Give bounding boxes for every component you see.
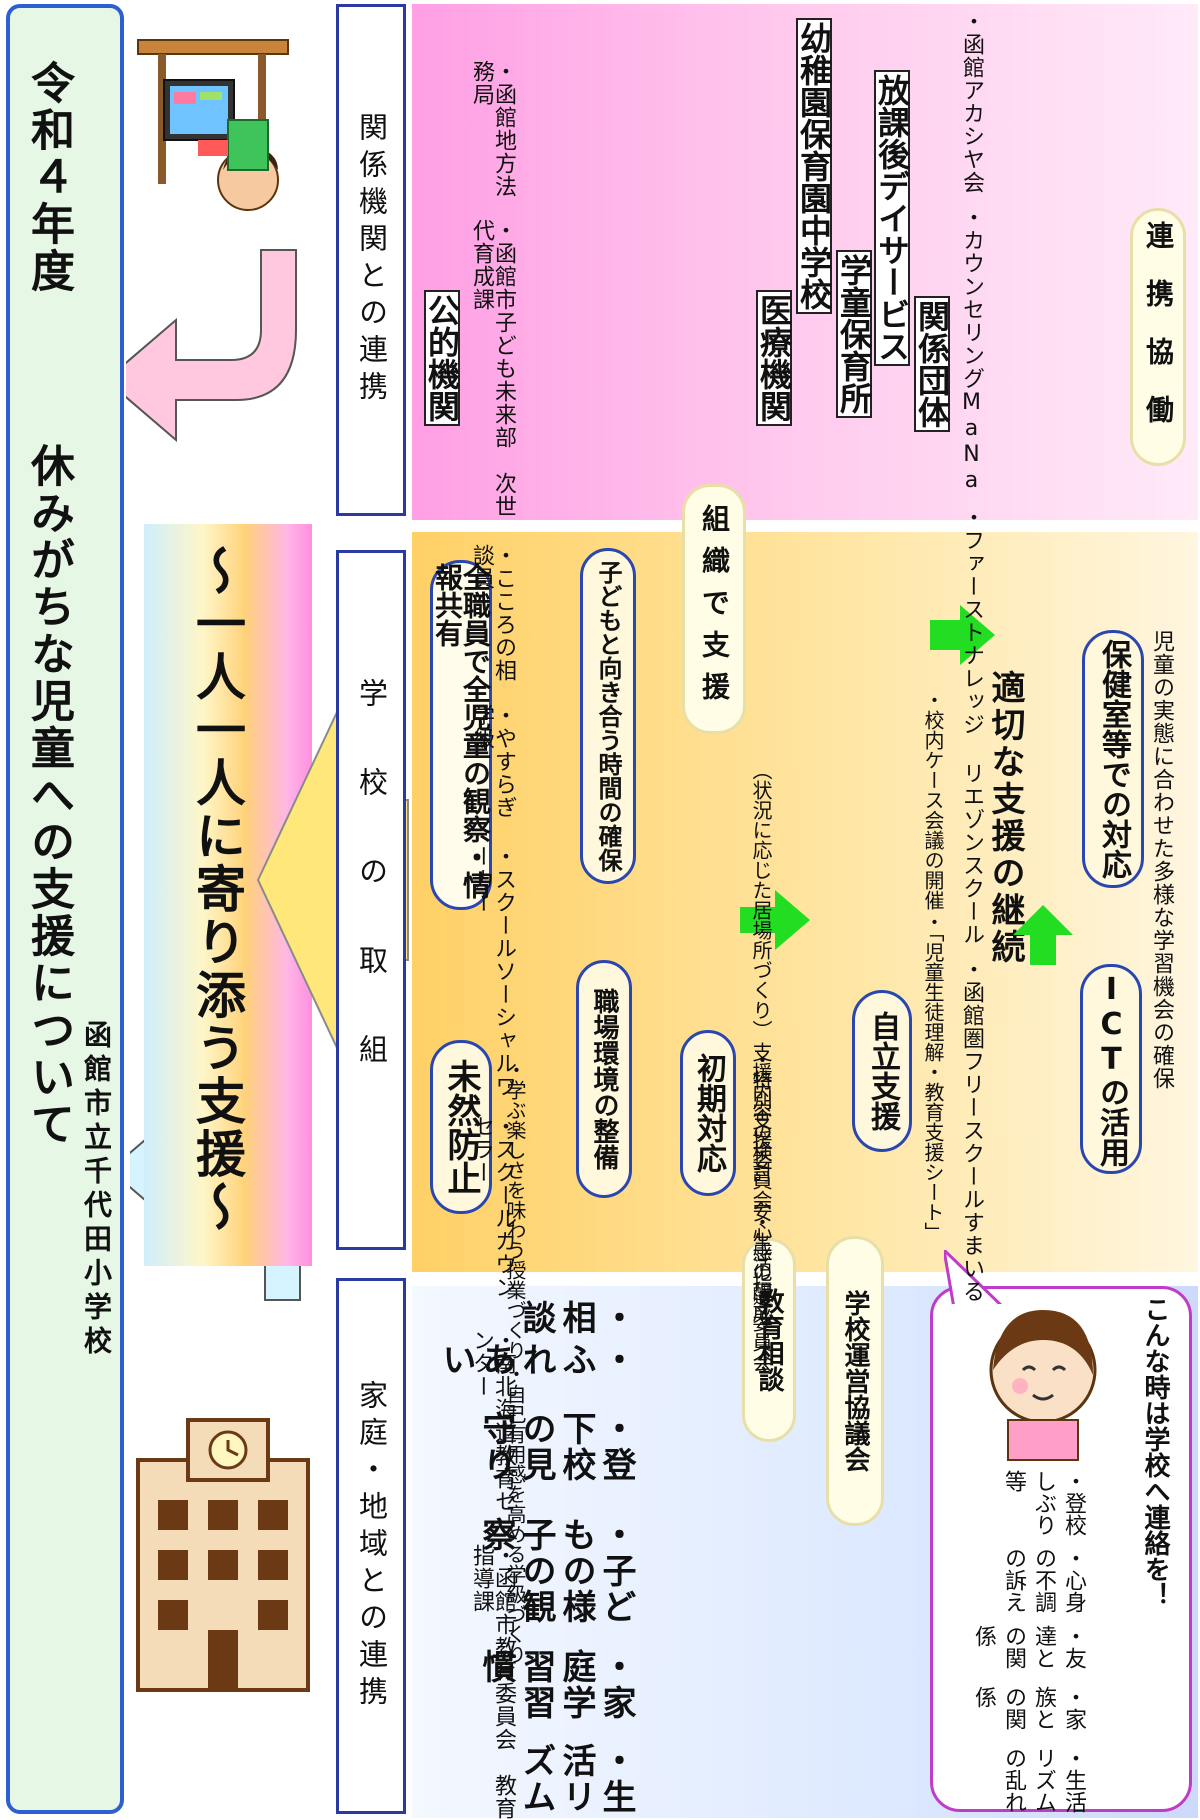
bubble-item: ・家族との関係	[971, 1685, 1086, 1730]
public-institution: ・スクールソーシャルワーカー	[469, 844, 516, 1098]
section-header-school: 学校の取組	[336, 550, 406, 1250]
related-group-list: ・函館圏フリースクールすまいる ・ファーストナレッジ リエゾンスクール ・カウン…	[959, 10, 984, 1303]
ict-box: ICTの活用	[1080, 964, 1142, 1174]
title-year: 令和４年度	[23, 60, 74, 295]
health-room-box: 保健室等での対応	[1082, 630, 1144, 888]
green-arrow-up	[740, 890, 810, 950]
related-group: ・函館圏フリースクールすまいる	[959, 958, 984, 1303]
education-consult-pill: 教育相談	[742, 1238, 796, 1442]
public-institution: ・こころの相談員	[469, 544, 516, 683]
public-institution-list: ・函館市教育委員会 教育指導課 ・南北海道教育センター ・スクールカウンセラー …	[469, 60, 516, 1820]
prevention-item: ・学ぶ楽しさを味わう授業づくり	[503, 1060, 527, 1360]
public-institution: ・スクールカウンセラー	[469, 1114, 516, 1299]
bubble-title: こんな時は学校へ連絡を！	[1140, 1296, 1170, 1608]
support-steps: 支援内容の検討 安心感の醸成 （状況に応じた居場所づくり）	[748, 760, 774, 1322]
center-slogan: 〜一人一人に寄り添う支援〜	[188, 545, 246, 1234]
observation-box: 全職員で全児童の観察・情報共有	[430, 560, 492, 910]
independence-items: ・「児童生徒理解・教育支援シート」 ・校内ケース会議の開催	[920, 690, 946, 1242]
continue-support-text: 適切な支援の継続	[985, 670, 1025, 966]
family-item: ・ふれあい	[436, 1342, 636, 1379]
school-name: 函館市立千代田小学校	[80, 1020, 113, 1360]
page-title: 令和４年度 休みがちな児童への支援について	[23, 60, 74, 1148]
bubble-items: ・生活リズムの乱れ ・家族との関係 ・友達との関係 ・心身の不調の訴え ・登校し…	[968, 1470, 1088, 1820]
org-to-center-arrow	[126, 249, 297, 443]
section-header-org: 関係機関との連携	[336, 4, 406, 516]
family-item: ・相談	[516, 1299, 636, 1336]
family-items: ・生活リズム ・家庭学習習慣 ・子どもの様子の観察 ・登下校の見守り ・ふれあい…	[436, 1300, 636, 1820]
title-main-text: 休みがちな児童への支援について	[23, 443, 74, 1148]
childcare-header: 学童保育所	[835, 250, 873, 418]
related-group: ・カウンセリングMaNa	[959, 206, 984, 494]
public-institution: ・南北海道教育センター	[469, 1329, 516, 1514]
related-group: ・ファーストナレッジ リエゾンスクール	[959, 506, 984, 946]
organization-support-pill: 組織で支援	[682, 484, 746, 734]
after-school-header: 放課後デイサービス	[873, 70, 911, 366]
committee-item: ・生活指導委員会	[749, 1212, 773, 1372]
school-building-icon	[136, 1418, 310, 1692]
initial-response-box: 初期対応	[680, 1030, 736, 1196]
learning-opportunity-note: 児童の実態に合わせた多様な学習機会の確保	[1149, 630, 1174, 1090]
green-arrow-left	[1013, 905, 1073, 965]
bubble-item: ・心身の不調の訴え	[1001, 1547, 1086, 1614]
initial-committees: ・生活指導委員会 ・特別支援委員会	[748, 1050, 774, 1372]
title-panel	[6, 4, 124, 1814]
speech-bubble-tail	[944, 1250, 1008, 1310]
medical-institutions-header: 医療機関	[755, 290, 793, 426]
public-institution: ・函館市子ども未来部 次世代育成課	[469, 219, 516, 519]
bubble-item: ・登校しぶり 等	[1001, 1470, 1086, 1580]
independence-item: ・校内ケース会議の開催	[921, 690, 945, 910]
bubble-item: ・生活リズムの乱れ	[1001, 1746, 1086, 1813]
school-area	[412, 532, 1198, 1272]
computer-user-illustration	[137, 39, 289, 211]
green-arrow-down	[930, 605, 995, 665]
public-institutions-header: 公的機関	[423, 290, 461, 426]
cooperation-pill: 連携協働	[1130, 208, 1186, 466]
workplace-environment-box: 職場環境の整備	[576, 960, 632, 1198]
prevention-box: 未然防止	[430, 1040, 492, 1214]
family-item: ・家庭学習習慣	[476, 1649, 636, 1722]
section-header-family: 家庭・地域との連携	[336, 1278, 406, 1814]
committee-item: ・特別支援委員会	[749, 1050, 773, 1210]
girl-illustration	[989, 1310, 1097, 1461]
family-item: ・生活リズム	[516, 1743, 636, 1816]
school-council-pill: 学校運営協議会	[826, 1236, 884, 1526]
independence-item: ・「児童生徒理解・教育支援シート」	[921, 912, 945, 1242]
public-institution: ・函館地方法務局	[469, 60, 516, 198]
kindergarten-header: 幼稚園保育園中学校	[795, 18, 833, 314]
public-institution: ・やすらぎ学級	[469, 703, 516, 819]
family-item: ・登下校の見守り	[476, 1410, 636, 1483]
support-step: （状況に応じた居場所づくり）	[749, 760, 773, 1040]
support-step: 支援内容の検討 安心感の醸成	[749, 1042, 773, 1322]
independence-support-box: 自立支援	[852, 990, 912, 1152]
related-group: ・函館アカシヤ会	[959, 10, 984, 194]
public-institution: ・函館市教育委員会 教育指導課	[469, 1543, 516, 1820]
prevention-items: ・自己有用感を高める学級づくり ・学ぶ楽しさを味わう授業づくり	[502, 1060, 528, 1664]
related-groups-header: 関係団体	[913, 296, 951, 432]
time-securing-box: 子どもと向き合う時間の確保	[580, 548, 636, 884]
family-item: ・子どもの様子の観察	[476, 1517, 636, 1626]
prevention-item: ・自己有用感を高める学級づくり	[503, 1364, 527, 1664]
bubble-item: ・友達との関係	[971, 1624, 1086, 1669]
